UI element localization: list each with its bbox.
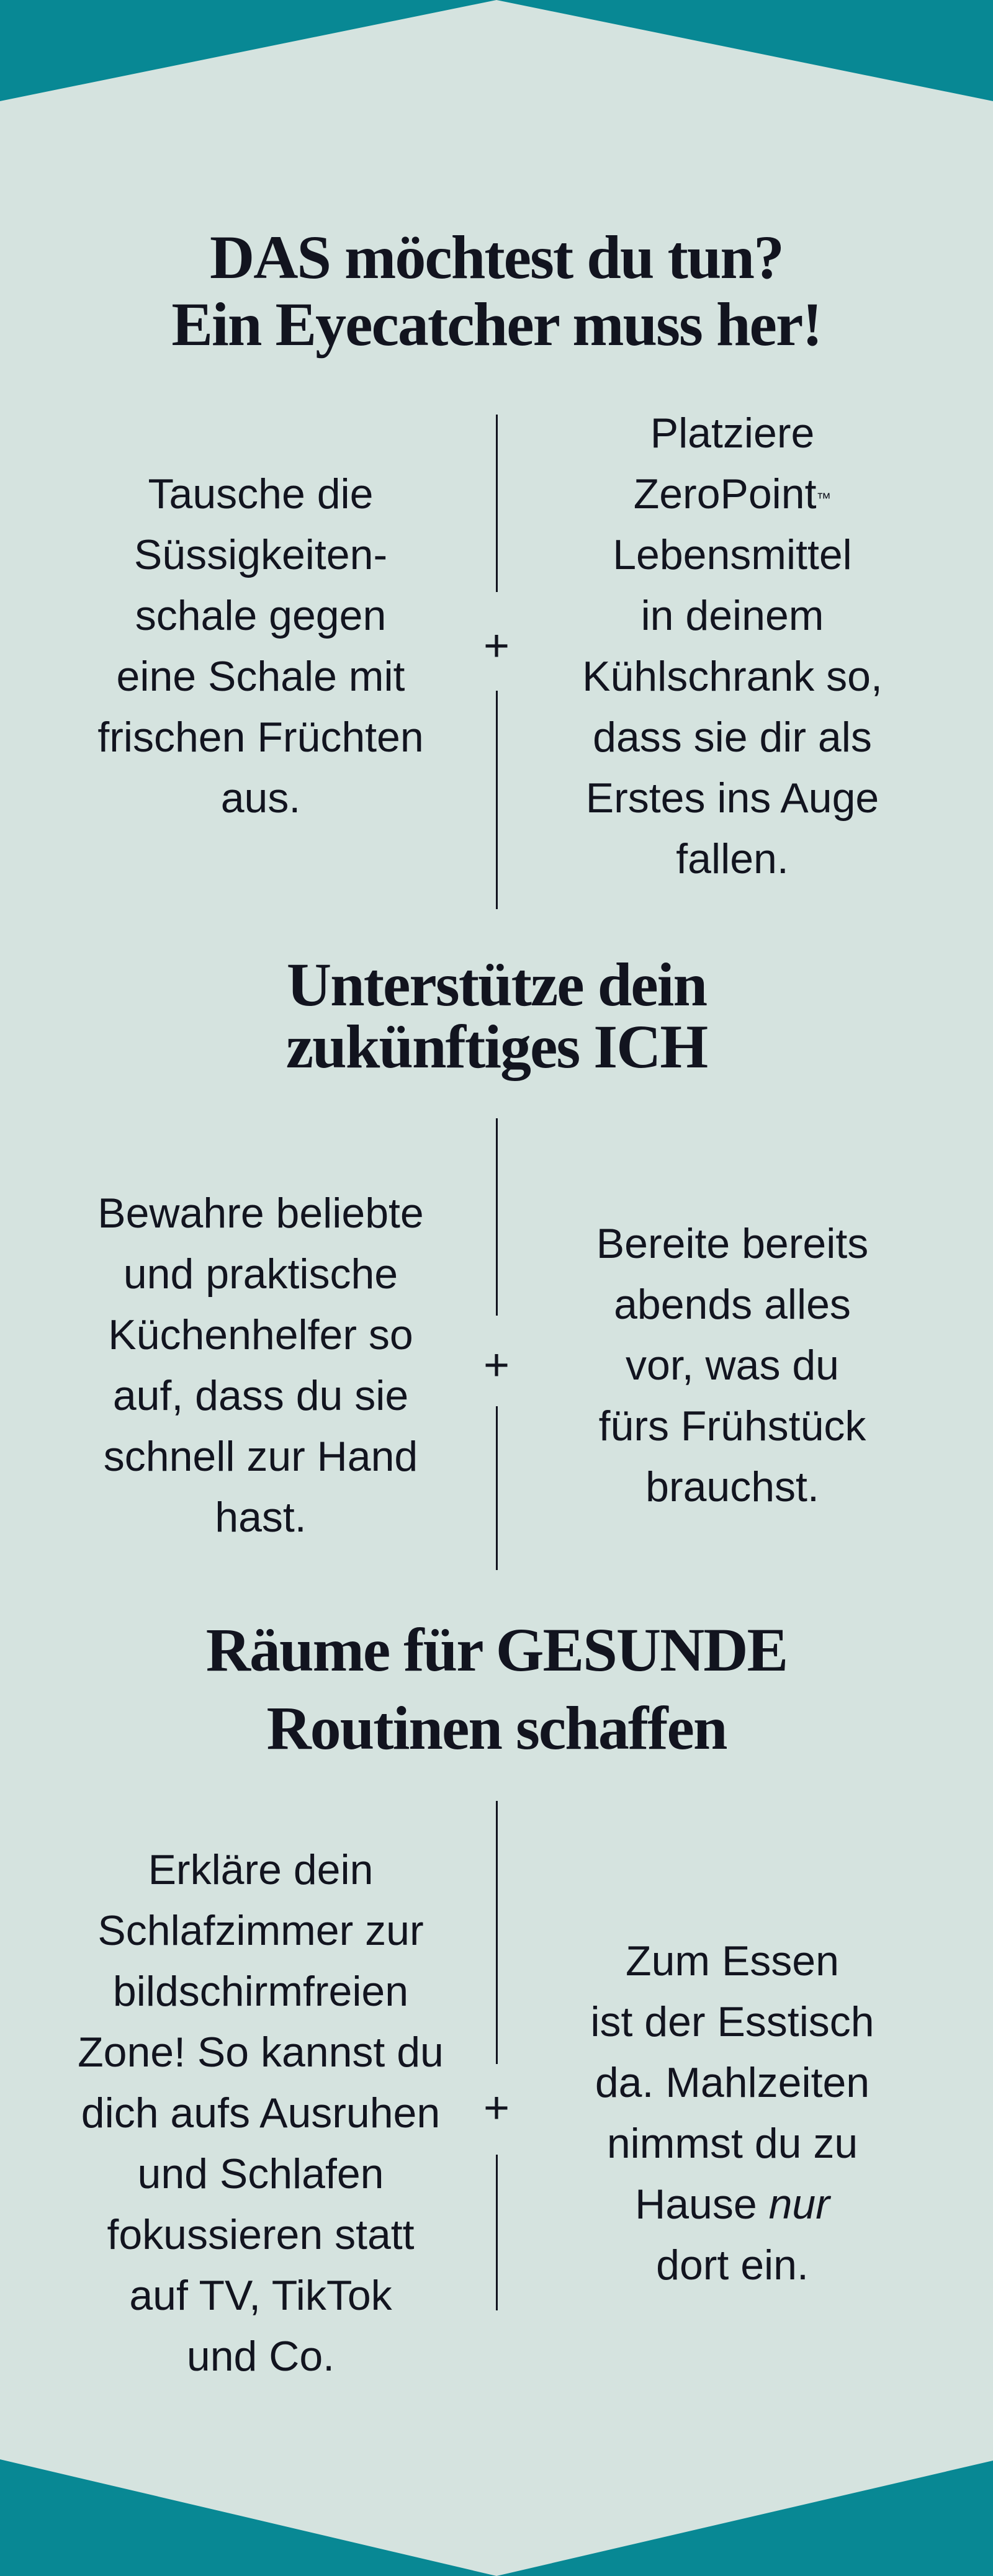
tip-text-line: Lebensmittel — [613, 531, 852, 578]
tip-text-line: schale gegen — [135, 592, 387, 639]
tip-text-line: Küchenhelfer so — [108, 1311, 413, 1358]
tip-text-line: fallen. — [676, 835, 789, 882]
plus-icon: + — [483, 1340, 510, 1390]
section-2-right-tip: Bereite bereits abends alles vor, was du fü… — [509, 1117, 956, 1613]
divider-line — [496, 1801, 498, 2064]
tip-text-line: vor, was du — [626, 1342, 839, 1389]
tip-text-line: auf, dass du sie — [112, 1372, 409, 1419]
tip-text-line: brauchst. — [645, 1463, 819, 1510]
tip-text-line: dass sie dir als — [593, 714, 872, 761]
tip-text-line: Erstes ins Auge — [585, 774, 879, 822]
tip-text-line: Kühlschrank so, — [582, 653, 883, 700]
tip-text-line: Tausche die — [148, 470, 374, 518]
tip-text-line: hast. — [215, 1494, 307, 1541]
tip-text-line: Platziere — [650, 410, 815, 457]
divider-line — [496, 1406, 498, 1570]
divider-line — [496, 1118, 498, 1316]
tip-text-line: nimmst du zu — [606, 2120, 858, 2167]
divider-line — [496, 2155, 498, 2310]
bottom-teal-chevron — [0, 2459, 993, 2576]
tip-text-line: auf TV, TikTok — [129, 2272, 392, 2319]
tip-text-line: dort ein. — [656, 2242, 809, 2289]
tip-text-line: Hause nur — [635, 2174, 830, 2235]
top-teal-chevron — [0, 0, 993, 101]
tip-text-line: Süssigkeiten- — [133, 531, 388, 578]
divider-line — [496, 691, 498, 909]
tip-text-line: fokussieren statt — [107, 2211, 415, 2258]
heading-line: Unterstütze dein — [286, 950, 708, 1019]
section-3-title: Räume für GESUNDE Routinen schaffen — [0, 1611, 993, 1767]
tip-text-line: bildschirmfreien — [112, 1968, 409, 2015]
tip-text-line: Erkläre dein — [148, 1846, 374, 1893]
tip-text-line: und Co. — [186, 2333, 335, 2380]
tip-text-line: aus. — [220, 774, 301, 822]
tip-text-line: und Schlafen — [137, 2150, 384, 2197]
heading-line: zukünftiges ICH — [285, 1012, 708, 1081]
tip-text-line: Bewahre beliebte — [97, 1190, 424, 1237]
tip-text-line: Bereite bereits — [596, 1220, 869, 1267]
trademark-symbol: ™ — [816, 490, 832, 508]
tip-text-line: dich aufs Ausruhen — [81, 2089, 441, 2137]
text-segment: Hause — [635, 2181, 769, 2228]
heading-line: DAS möchtest du tun? — [209, 223, 784, 292]
tip-text-line: ZeroPoint™ — [634, 464, 832, 524]
heading-line: Ein Eyecatcher muss her! — [171, 290, 822, 359]
tip-text-line: abends alles — [614, 1281, 851, 1328]
emphasized-text: nur — [768, 2181, 830, 2228]
tip-text-line: frischen Früchten — [97, 714, 424, 761]
section-3-right-tip: Zum Essen ist der Esstisch da. Mahlzeiten n… — [509, 1803, 956, 2423]
tip-text-line: in deinem — [640, 592, 824, 639]
tip-text-line: Zum Essen — [626, 1937, 839, 1985]
tip-text-line: Zone! So kannst du — [78, 2029, 444, 2076]
divider-line — [496, 415, 498, 592]
plus-icon: + — [483, 2083, 510, 2133]
heading-line: Routinen schaffen — [266, 1694, 727, 1762]
tip-text-line: da. Mahlzeiten — [595, 2059, 870, 2106]
tip-text-line: und praktische — [123, 1250, 398, 1298]
section-1-title: DAS möchtest du tun?Ein Eyecatcher muss … — [0, 224, 993, 358]
text-segment: ZeroPoint — [633, 470, 817, 518]
tip-text-line: Schlafzimmer zur — [97, 1907, 424, 1954]
heading-line: Räume für GESUNDE — [205, 1615, 788, 1684]
tip-text-line: eine Schale mit — [116, 653, 405, 700]
tip-text-line: schnell zur Hand — [103, 1433, 418, 1480]
tip-text-line: ist der Esstisch — [590, 1998, 874, 2045]
plus-icon: + — [483, 621, 510, 671]
tip-text-line: fürs Frühstück — [598, 1402, 866, 1450]
